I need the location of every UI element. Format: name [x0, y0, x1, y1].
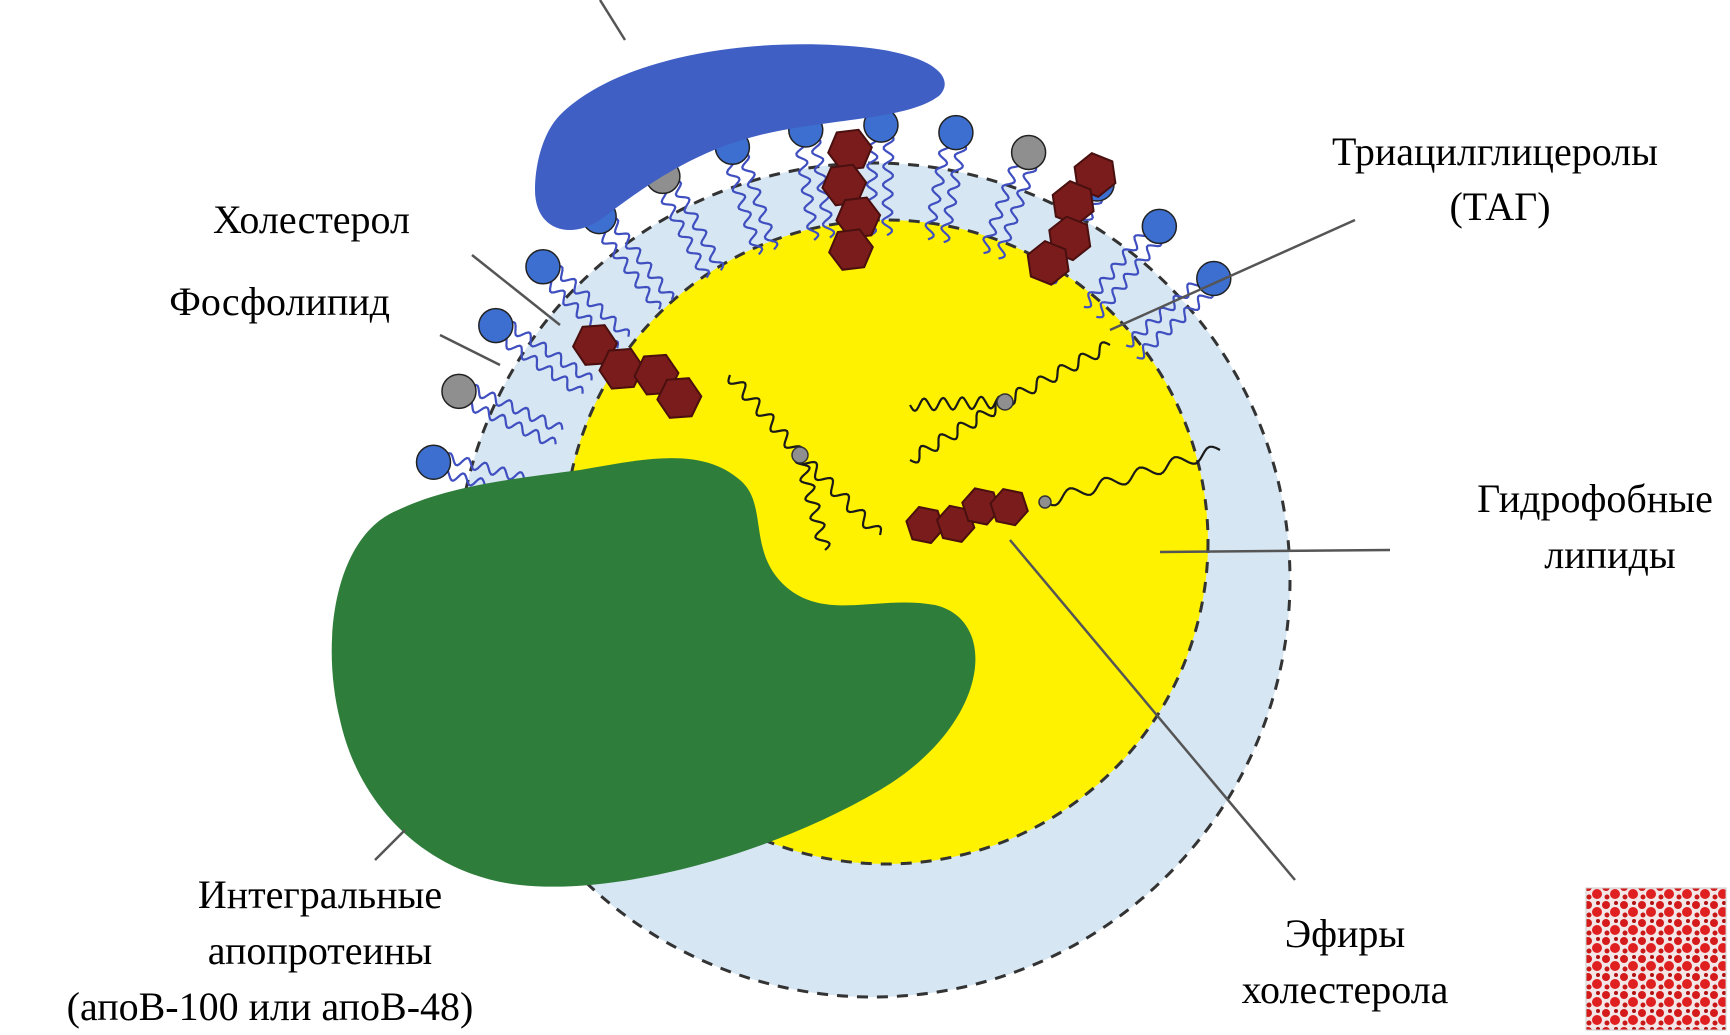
phospholipid-label: Фосфолипид — [169, 279, 390, 324]
cholesterol-label: Холестерол — [213, 197, 410, 242]
apoprotein-label-line3: (апоВ-100 или апоВ-48) — [67, 984, 474, 1029]
apoprotein-label-line1: Интегральные — [198, 872, 442, 917]
hydrophobic-label-line2: липиды — [1544, 532, 1675, 577]
cholesterol-head — [1012, 135, 1046, 169]
phospholipid-head — [526, 250, 560, 284]
phospholipid-head — [479, 309, 513, 343]
tag-label-line1: Триацилглицеролы — [1332, 129, 1658, 174]
esters-label-line2: холестерола — [1242, 967, 1449, 1012]
phospholipid-head — [417, 445, 451, 479]
ester-link — [1039, 496, 1051, 508]
hydrophobic-label-line1: Гидрофобные — [1477, 476, 1713, 521]
phospholipid-head — [939, 116, 973, 150]
cholesterol-head — [442, 374, 476, 408]
glycerol-backbone — [997, 394, 1013, 410]
tag-label-line2: (ТАГ) — [1449, 184, 1550, 229]
esters-label-line1: Эфиры — [1285, 911, 1406, 956]
red-tissue-micrograph-thumbnail — [1586, 888, 1726, 1030]
glycerol-backbone — [792, 447, 808, 463]
apoprotein-label-line2: апопротеины — [208, 928, 432, 973]
phospholipid-head — [1142, 209, 1176, 243]
